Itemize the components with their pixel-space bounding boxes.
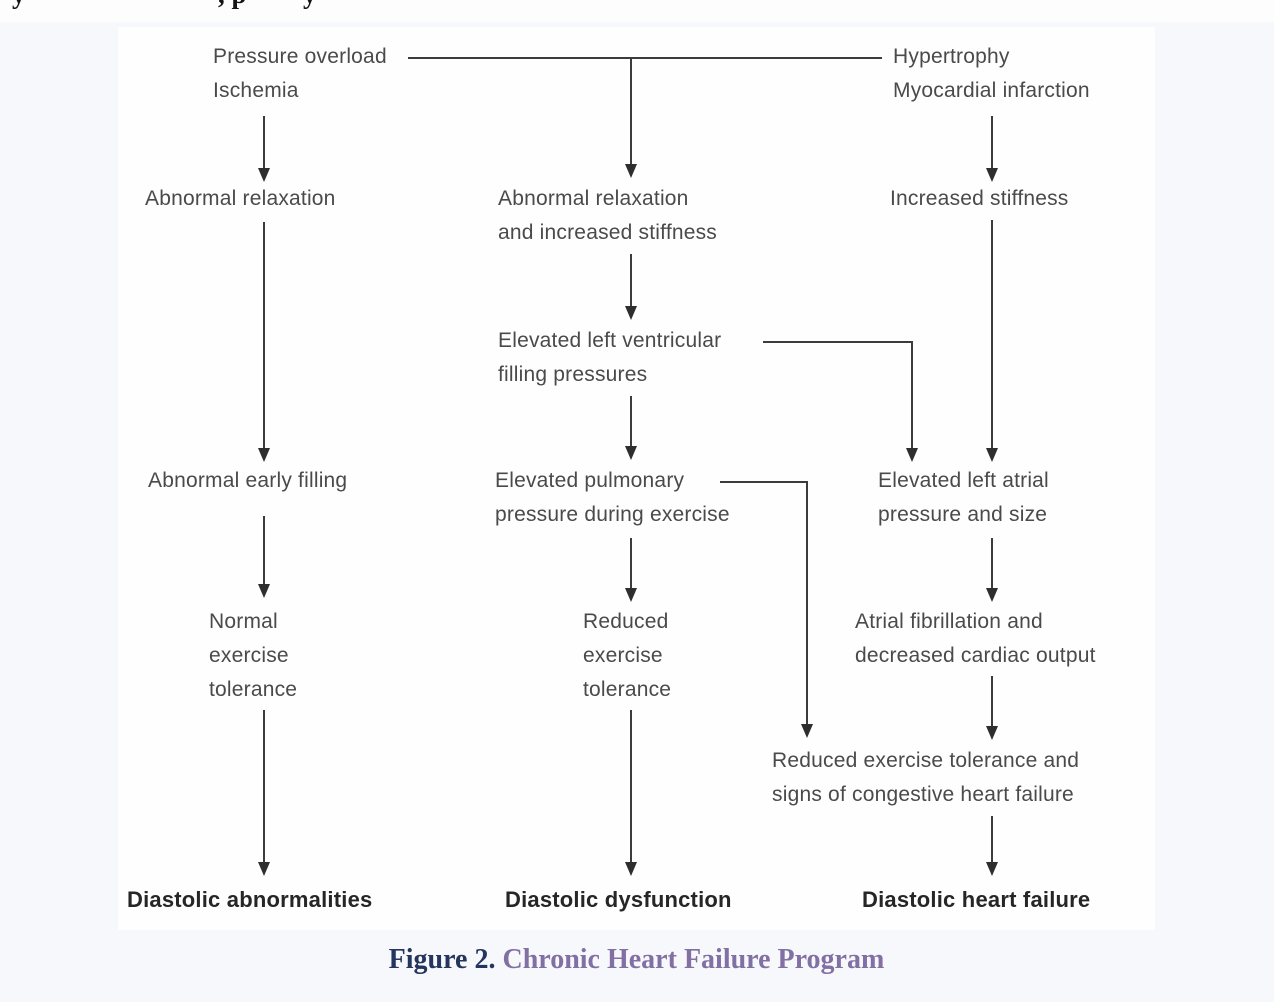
node-abnormal-relaxation-stiffness: Abnormal relaxation and increased stiffn… [498, 187, 718, 244]
figure-caption: Figure 2. Chronic Heart Failure Program [118, 944, 1155, 976]
cropped-text-fragment: y [303, 0, 317, 10]
node-atrial-fibrillation: Atrial fibrillation and decreased cardia… [855, 610, 1096, 667]
edge-stiffness-to-lv-filling [630, 254, 632, 307]
arrowhead [986, 588, 998, 602]
node-normal-exercise-tolerance: Normal exercise tolerance [209, 610, 298, 701]
edge-chf-to-diastolic-heart-failure [991, 816, 993, 863]
node-reduced-exercise-tolerance: Reduced exercise tolerance [583, 610, 672, 701]
arrowhead [986, 726, 998, 740]
node-increased-stiffness: Increased stiffness [890, 187, 1069, 210]
arrowhead [625, 588, 637, 602]
node-reduced-tolerance-chf: Reduced exercise tolerance and signs of … [772, 749, 1080, 806]
figure-caption-separator: . [488, 944, 503, 975]
node-diastolic-abnormalities: Diastolic abnormalities [127, 887, 373, 912]
edge-lv-filling-to-pulmonary [630, 396, 632, 447]
edge-topline-to-relaxation-stiffness [630, 57, 632, 165]
node-elevated-pulmonary: Elevated pulmonary pressure during exerc… [495, 469, 730, 526]
edge-normal-tolerance-to-diastolic-abnormalities [263, 710, 265, 863]
arrowhead [986, 448, 998, 462]
edge-lv-filling-to-left-atrial-vertical [911, 341, 913, 449]
edge-pulmonary-to-reduced-tolerance [630, 538, 632, 589]
edge-stiffness-to-left-atrial [991, 220, 993, 449]
figure-caption-label: Figure 2 [388, 944, 489, 975]
arrowhead [258, 448, 270, 462]
arrowhead [986, 862, 998, 876]
edge-mi-to-increased-stiffness [991, 116, 993, 169]
edge-relaxation-to-early-filling [263, 222, 265, 449]
edge-afib-to-chf [991, 676, 993, 727]
arrowhead [986, 168, 998, 182]
arrowhead [625, 446, 637, 460]
node-diastolic-heart-failure: Diastolic heart failure [862, 887, 1091, 912]
edge-reduced-tolerance-to-diastolic-dysfunction [630, 710, 632, 863]
cropped-text-fragment: , p [218, 0, 247, 10]
node-abnormal-early-filling: Abnormal early filling [148, 469, 348, 492]
edge-left-atrial-to-afib [991, 538, 993, 589]
node-pressure-overload: Pressure overload Ischemia [213, 45, 387, 102]
arrowhead [906, 448, 918, 462]
edge-pulmonary-to-chf-horizontal [720, 481, 808, 483]
edge-pulmonary-to-chf-vertical [806, 481, 808, 725]
cropped-text-strip: y , p y [0, 0, 1274, 22]
node-diastolic-dysfunction: Diastolic dysfunction [505, 887, 732, 912]
node-elevated-lv-filling: Elevated left ventricular filling pressu… [498, 329, 722, 386]
arrowhead [801, 724, 813, 738]
edge-top-horizontal-line [408, 57, 882, 59]
figure-caption-title: Chronic Heart Failure Program [502, 944, 885, 975]
edge-ischemia-to-abnormal-relaxation [263, 116, 265, 169]
arrowhead [258, 584, 270, 598]
node-elevated-left-atrial: Elevated left atrial pressure and size [878, 469, 1049, 526]
node-abnormal-relaxation: Abnormal relaxation [145, 187, 336, 210]
edge-lv-filling-to-left-atrial-horizontal [763, 341, 913, 343]
edge-early-filling-to-normal-tolerance [263, 516, 265, 585]
arrowhead [625, 862, 637, 876]
arrowhead [258, 862, 270, 876]
arrowhead [625, 164, 637, 178]
arrowhead [625, 306, 637, 320]
arrowhead [258, 168, 270, 182]
cropped-text-fragment: y [12, 0, 26, 10]
node-hypertrophy: Hypertrophy Myocardial infarction [893, 45, 1090, 102]
